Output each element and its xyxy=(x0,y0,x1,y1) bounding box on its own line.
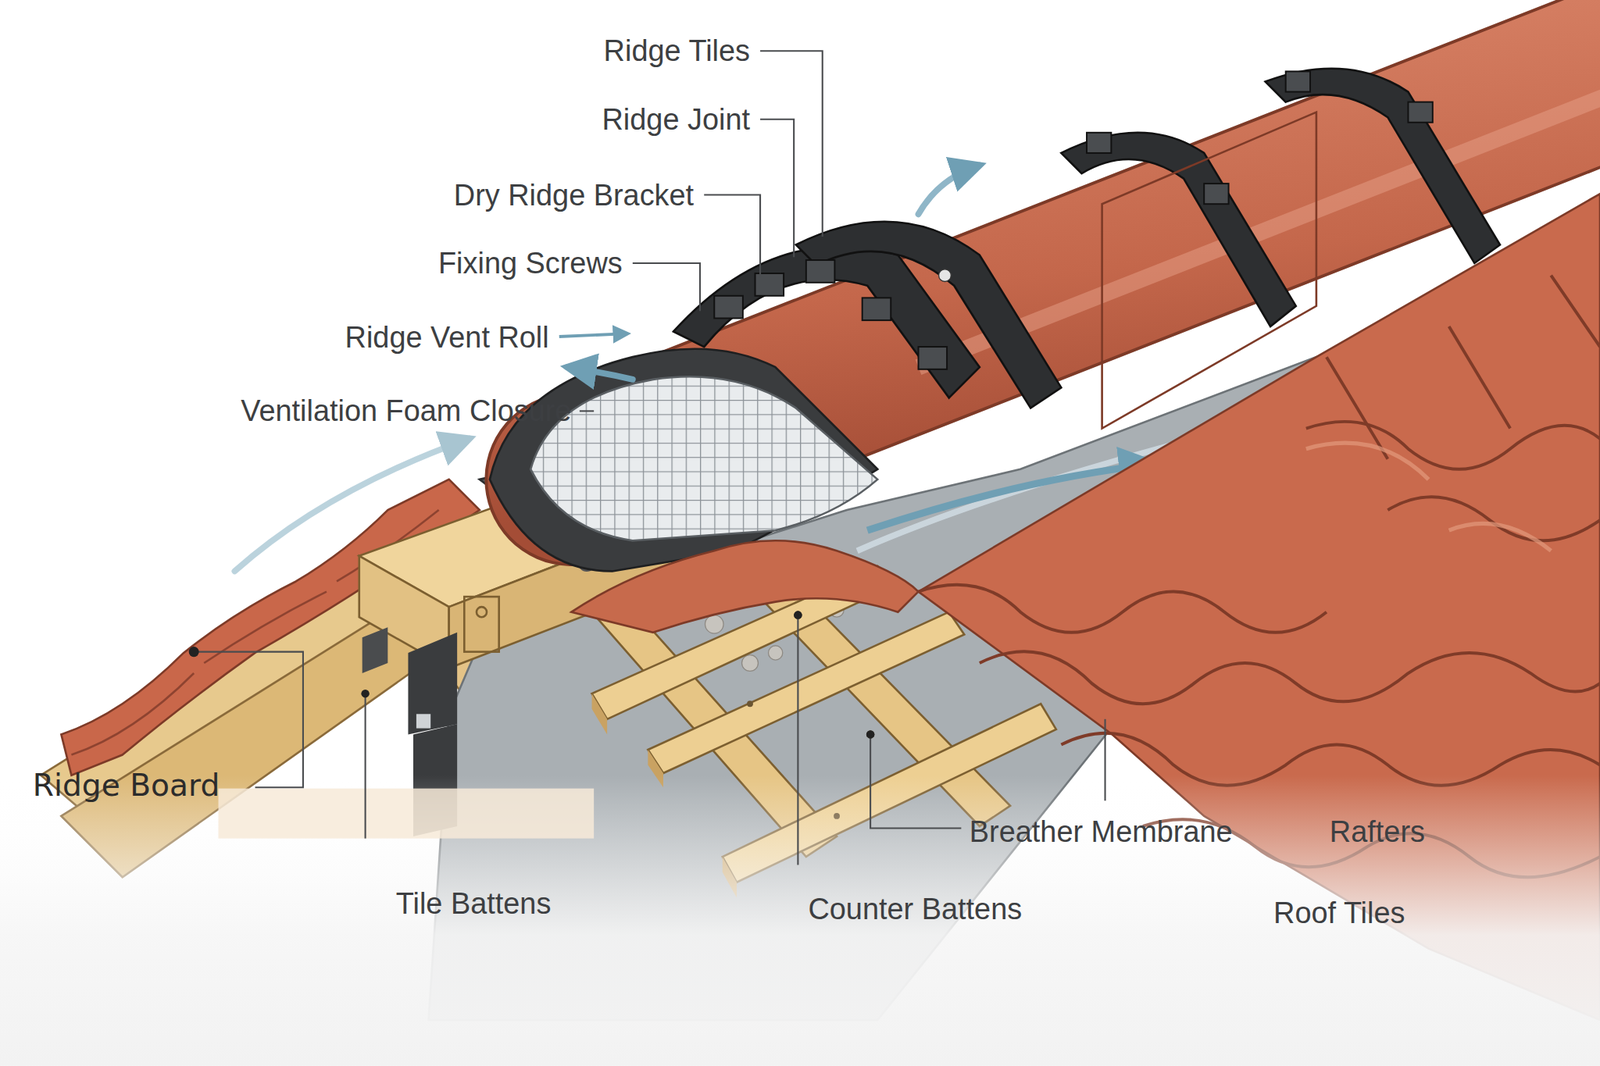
bottom-fade xyxy=(0,775,1600,1066)
illustration-part xyxy=(1103,719,1106,801)
illustration-part xyxy=(60,479,480,776)
illustration-part xyxy=(571,540,918,633)
illustration-part xyxy=(579,410,594,412)
illustration-part xyxy=(918,585,1327,633)
illustration-part xyxy=(862,297,892,321)
illustration-part xyxy=(360,689,369,698)
illustration-part xyxy=(1407,102,1433,123)
illustration-part xyxy=(673,68,1500,409)
illustration-part xyxy=(464,596,499,653)
illustration-part xyxy=(979,651,1600,704)
part-label: Dry Ridge Bracket xyxy=(453,176,694,214)
illustration-part xyxy=(866,730,875,739)
illustration-part xyxy=(489,349,878,572)
illustration-part xyxy=(1387,496,1600,541)
illustration-part xyxy=(1285,71,1311,92)
part-label: Ridge Board xyxy=(32,767,221,804)
illustration-part xyxy=(234,439,469,572)
illustration-part xyxy=(1086,132,1111,154)
part-label: Fixing Screws xyxy=(438,244,623,282)
illustration-part xyxy=(364,693,367,839)
illustration-part xyxy=(530,376,878,541)
illustration-part xyxy=(870,734,961,829)
part-label: Ridge Vent Roll xyxy=(345,319,550,357)
illustration-part xyxy=(1306,421,1600,470)
illustration-part xyxy=(866,730,875,739)
illustration-part xyxy=(647,612,965,774)
illustration-part xyxy=(592,693,608,735)
part-label: Ridge Tiles xyxy=(603,32,750,70)
illustration-part xyxy=(760,50,823,237)
illustration-part xyxy=(362,627,389,674)
illustration-part xyxy=(189,646,200,658)
illustration-part xyxy=(793,610,802,619)
leader-dots xyxy=(189,610,875,739)
illustration-part xyxy=(1203,183,1229,204)
ridge-tiles xyxy=(489,50,1600,633)
illustration-part xyxy=(632,263,700,311)
illustration-part xyxy=(714,296,743,319)
illustration-part xyxy=(1102,112,1317,429)
illustration-part xyxy=(768,646,783,661)
illustration-part xyxy=(793,610,802,619)
illustration-part xyxy=(760,119,794,258)
left-roof-tiles xyxy=(60,479,480,776)
cover-patch xyxy=(218,789,595,840)
illustration-part xyxy=(407,632,458,736)
illustration-part xyxy=(918,346,948,370)
illustration-part xyxy=(1265,68,1500,264)
part-label: Rafters xyxy=(1329,813,1425,850)
illustration-part xyxy=(939,269,952,283)
illustration-part xyxy=(476,607,487,618)
illustration-part xyxy=(1306,442,1551,551)
illustration-part xyxy=(918,165,980,215)
part-label: Tile Battens xyxy=(396,885,552,923)
illustration-part xyxy=(742,655,759,672)
illustration-part xyxy=(705,615,725,635)
illustration-part xyxy=(796,615,799,866)
part-label: Counter Battens xyxy=(807,890,1022,928)
illustration-part xyxy=(416,714,431,729)
illustration-part xyxy=(703,194,761,278)
illustration-part xyxy=(1060,132,1296,327)
illustration-part xyxy=(567,367,633,380)
illustration-part xyxy=(746,700,754,708)
vent-roll-arrow xyxy=(559,333,629,337)
airflow-arrows xyxy=(234,165,979,572)
leader-lines xyxy=(193,50,1105,865)
part-label: Ventilation Foam Closure xyxy=(240,392,572,430)
part-label: Breather Membrane xyxy=(969,813,1233,850)
part-label: Roof Tiles xyxy=(1273,894,1405,932)
illustration-part xyxy=(796,221,1062,409)
illustration-part xyxy=(806,260,836,283)
illustration-part xyxy=(1326,275,1600,460)
part-label: Ridge Joint xyxy=(601,100,750,138)
